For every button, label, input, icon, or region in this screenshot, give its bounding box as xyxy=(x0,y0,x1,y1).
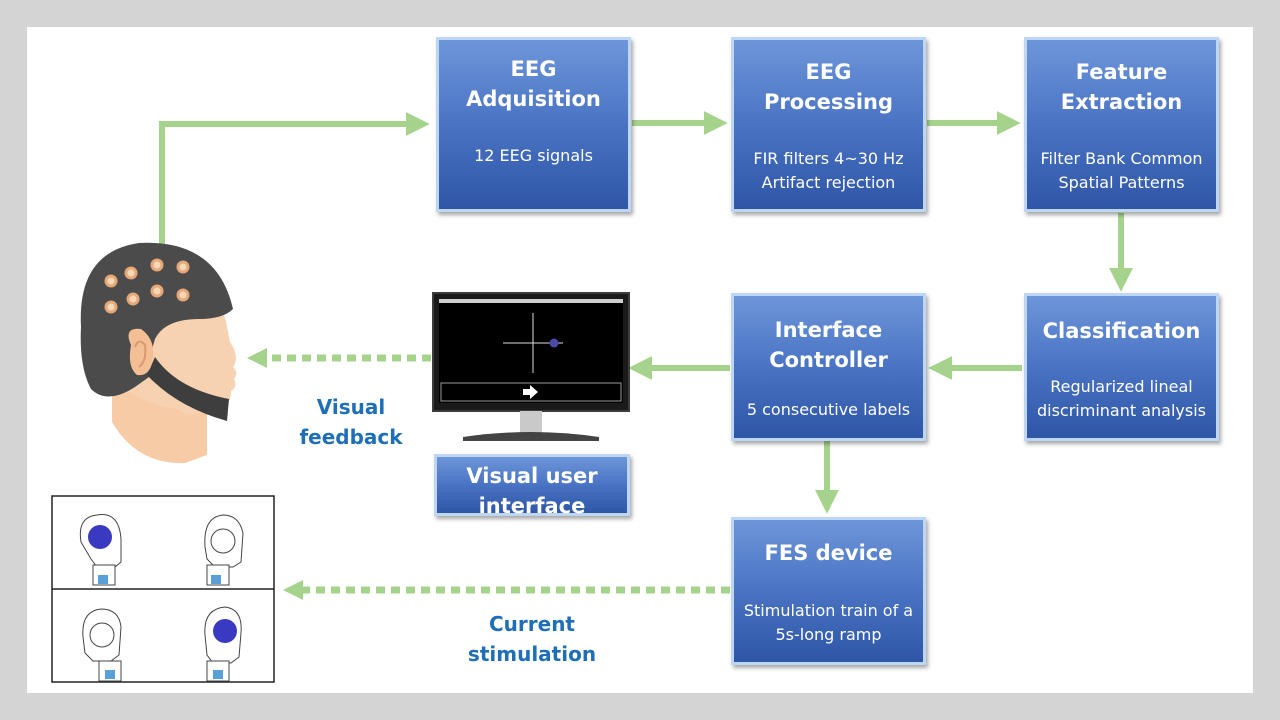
eeg-acquisition-desc: 12 EEG signals xyxy=(474,146,593,165)
visual-user-interface-title: Visual user interface xyxy=(466,464,598,518)
interface-controller-title: Interface Controller xyxy=(769,318,888,372)
right-arrow-icon xyxy=(523,385,538,399)
classification-block: Classification Regularized lineal discri… xyxy=(1024,293,1219,441)
interface-controller-desc: 5 consecutive labels xyxy=(746,400,911,419)
interface-controller-block: Interface Controller 5 consecutive label… xyxy=(731,293,926,441)
monitor-icon xyxy=(432,292,630,441)
dotted-arrowhead-visual-feedback xyxy=(247,348,267,368)
connector-layer xyxy=(51,111,1133,683)
eeg-acquisition-title: EEG Adquisition xyxy=(466,57,601,111)
classification-title: Classification xyxy=(1042,319,1201,343)
visual-user-interface-block: Visual user interface xyxy=(434,454,630,518)
diagram-canvas: EEG Adquisition 12 EEG signals EEG Proce… xyxy=(27,27,1253,693)
current-stimulation-label: Current stimulation xyxy=(467,612,597,666)
feature-extraction-block: Feature Extraction Filter Bank Common Sp… xyxy=(1024,37,1219,212)
classification-desc: Regularized lineal discriminant analysis xyxy=(1036,377,1206,420)
fes-device-block: FES device Stimulation train of a 5s-lon… xyxy=(731,517,926,665)
arrow-head-to-acquisition xyxy=(159,112,430,249)
visual-feedback-label: Visual feedback xyxy=(299,395,403,449)
fes-device-title: FES device xyxy=(764,541,893,565)
eeg-processing-block: EEG Processing FIR filters 4~30 Hz Artif… xyxy=(731,37,926,212)
hand-grip-icon xyxy=(82,608,122,682)
eeg-cap-head-icon xyxy=(80,242,237,464)
eeg-acquisition-block: EEG Adquisition 12 EEG signals xyxy=(436,37,631,212)
hand-grip-panel xyxy=(51,495,275,683)
eeg-processing-desc: FIR filters 4~30 Hz Artifact rejection xyxy=(753,149,904,192)
hand-grip-icon xyxy=(204,514,244,586)
dotted-arrowhead-current-stimulation xyxy=(283,580,303,600)
hand-grip-icon xyxy=(204,606,242,682)
eeg-processing-title: EEG Processing xyxy=(763,60,894,114)
feature-extraction-desc: Filter Bank Common Spatial Patterns xyxy=(1040,149,1203,192)
hand-grip-icon xyxy=(79,514,122,586)
fes-device-desc: Stimulation train of a 5s-long ramp xyxy=(743,601,914,644)
feature-extraction-title: Feature Extraction xyxy=(1060,60,1183,114)
